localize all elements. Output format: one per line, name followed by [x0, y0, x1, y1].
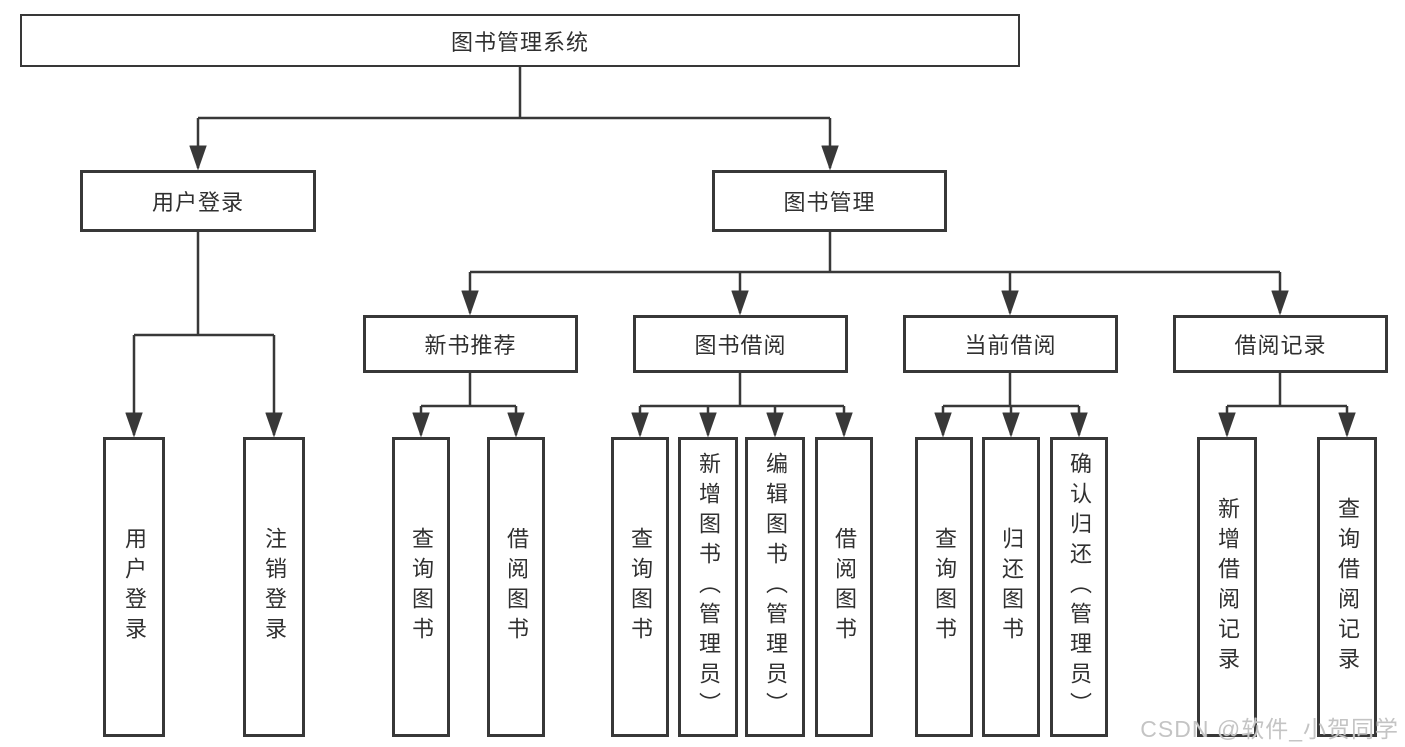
node-user-login: 用户登录: [80, 170, 316, 232]
node-new-book-recommendation: 新书推荐: [363, 315, 578, 373]
leaf-confirm-return-admin-label: 确认归还（管理员）: [1067, 452, 1092, 722]
leaf-logout-label: 注销登录: [262, 527, 287, 647]
leaf-edit-books-admin-label: 编辑图书（管理员）: [763, 452, 788, 722]
leaf-edit-books-admin: 编辑图书（管理员）: [745, 437, 805, 737]
leaf-query-books-borrowing: 查询图书: [611, 437, 669, 737]
node-book-management-label: 图书管理: [783, 190, 876, 215]
leaf-borrow-books-recommend-label: 借阅图书: [504, 527, 529, 647]
node-book-borrowing-label: 图书借阅: [694, 333, 787, 358]
node-borrowing-records: 借阅记录: [1173, 315, 1388, 373]
node-current-borrowing-label: 当前借阅: [964, 333, 1057, 358]
leaf-add-borrow-record: 新增借阅记录: [1197, 437, 1257, 737]
leaf-add-borrow-record-label: 新增借阅记录: [1215, 497, 1240, 677]
leaf-add-books-admin-label: 新增图书（管理员）: [696, 452, 721, 722]
node-user-login-label: 用户登录: [151, 190, 244, 215]
node-new-book-recommendation-label: 新书推荐: [424, 333, 517, 358]
leaf-query-borrow-record: 查询借阅记录: [1317, 437, 1377, 737]
leaf-borrow-books-borrowing-label: 借阅图书: [832, 527, 857, 647]
leaf-logout: 注销登录: [243, 437, 305, 737]
node-book-management-system: 图书管理系统: [20, 14, 1020, 67]
leaf-borrow-books-borrowing: 借阅图书: [815, 437, 873, 737]
leaf-user-login: 用户登录: [103, 437, 165, 737]
leaf-borrow-books-recommend: 借阅图书: [487, 437, 545, 737]
csdn-watermark: CSDN @软件_小贺同学: [1140, 716, 1399, 742]
leaf-return-books-label: 归还图书: [999, 527, 1024, 647]
node-book-management: 图书管理: [712, 170, 947, 232]
leaf-query-borrow-record-label: 查询借阅记录: [1335, 497, 1360, 677]
node-book-borrowing: 图书借阅: [633, 315, 848, 373]
node-current-borrowing: 当前借阅: [903, 315, 1118, 373]
leaf-confirm-return-admin: 确认归还（管理员）: [1050, 437, 1108, 737]
leaf-query-books-borrowing-label: 查询图书: [628, 527, 653, 647]
leaf-query-books-current-label: 查询图书: [932, 527, 957, 647]
leaf-return-books: 归还图书: [982, 437, 1040, 737]
leaf-query-books-recommend-label: 查询图书: [409, 527, 434, 647]
node-borrowing-records-label: 借阅记录: [1234, 333, 1327, 358]
leaf-query-books-current: 查询图书: [915, 437, 973, 737]
leaf-user-login-label: 用户登录: [122, 527, 147, 647]
leaf-query-books-recommend: 查询图书: [392, 437, 450, 737]
node-book-management-system-label: 图书管理系统: [450, 29, 589, 55]
leaf-add-books-admin: 新增图书（管理员）: [678, 437, 738, 737]
